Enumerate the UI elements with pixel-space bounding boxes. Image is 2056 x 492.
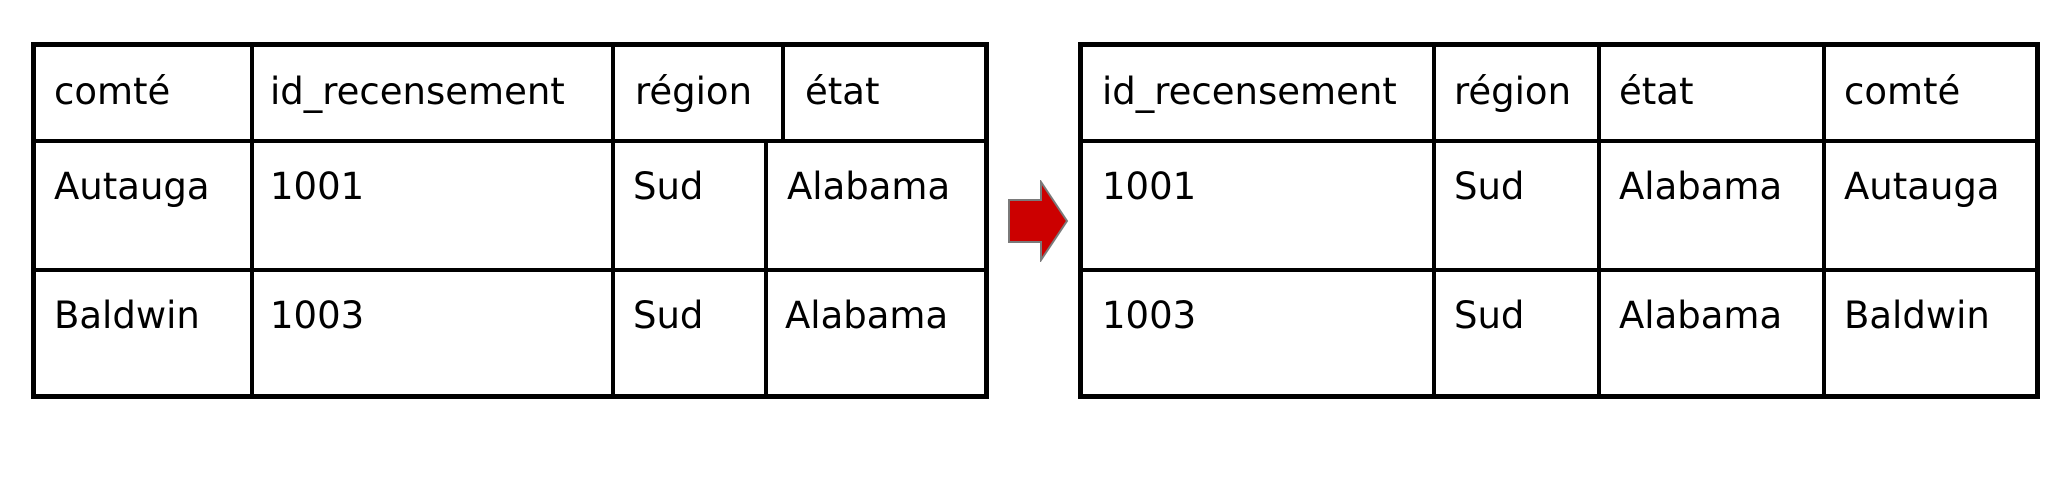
row-divider [36,139,984,143]
column-divider [764,139,768,394]
header-cell: comté [1844,70,1961,113]
table-cell: 1001 [270,165,365,208]
header-cell: région [1454,70,1572,113]
right-arrow-icon [1008,180,1069,262]
row-divider [36,268,984,272]
column-divider [250,47,254,394]
row-divider [1083,139,2035,143]
table-before: comté id_recensement région état Autauga… [31,42,989,399]
table-cell: Sud [633,165,704,208]
table-cell: Baldwin [1844,294,1990,337]
table-cell: 1003 [1102,294,1197,337]
column-divider [1822,47,1826,394]
table-cell: Sud [1454,294,1525,337]
column-divider [1432,47,1436,394]
table-cell: Baldwin [54,294,200,337]
header-cell: état [1619,70,1694,113]
table-cell: Alabama [787,165,951,208]
header-cell: région [635,70,753,113]
row-divider [1083,268,2035,272]
table-cell: 1003 [270,294,365,337]
header-cell: comté [54,70,171,113]
table-cell: Sud [1454,165,1525,208]
column-divider [1597,47,1601,394]
header-cell: id_recensement [1102,70,1397,113]
table-cell: Alabama [1619,294,1783,337]
table-cell: Autauga [1844,165,2000,208]
table-cell: Sud [633,294,704,337]
table-cell: Alabama [1619,165,1783,208]
table-cell: Alabama [785,294,949,337]
column-divider [781,47,785,141]
header-cell: état [805,70,880,113]
table-cell: Autauga [54,165,210,208]
table-cell: 1001 [1102,165,1197,208]
header-cell: id_recensement [270,70,565,113]
column-divider [611,47,615,394]
table-after: id_recensement région état comté 1001 Su… [1078,42,2040,399]
